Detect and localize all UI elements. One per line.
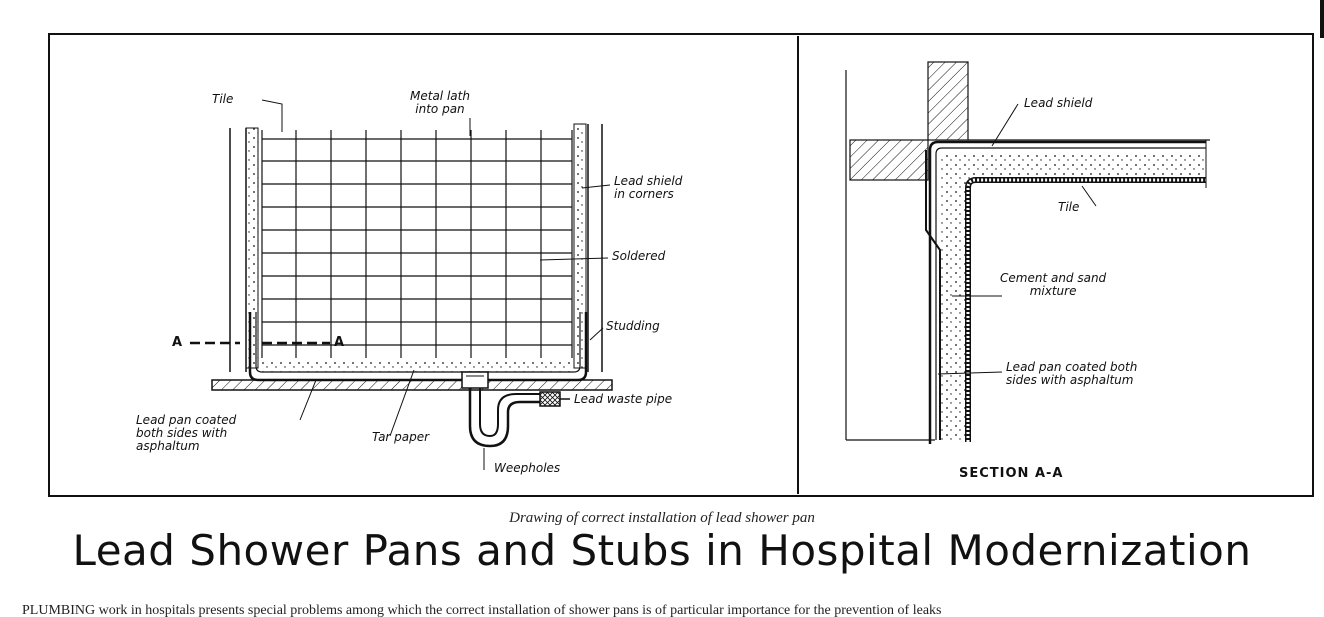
label-lead-waste-pipe: Lead waste pipe [574, 392, 673, 406]
section-marker-right: A [334, 335, 345, 350]
label-soldered: Soldered [612, 249, 666, 263]
figure-frame [48, 33, 1314, 497]
label-studding: Studding [606, 319, 660, 333]
label-section-lead-shield: Lead shield [1024, 96, 1093, 110]
label-weepholes: Weepholes [494, 461, 561, 475]
figure-caption: Drawing of correct installation of lead … [509, 510, 815, 526]
floor-slab [211, 379, 613, 391]
label-lead-pan-coated: Lead pan coated both sides with asphaltu… [136, 413, 237, 453]
leader-lines [261, 99, 611, 470]
page-edge-mark [1320, 0, 1324, 38]
body-text-fragment: PLUMBING work in hospitals presents spec… [22, 603, 942, 617]
article-headline: Lead Shower Pans and Stubs in Hospital M… [72, 526, 1252, 575]
label-section-lead-pan: Lead pan coated both sides with asphaltu… [1006, 360, 1138, 387]
label-tar-paper: Tar paper [372, 430, 430, 444]
label-section-cement: Cement and sand mixture [1000, 271, 1107, 298]
section-title: SECTION A-A [959, 466, 1064, 481]
figure-divider [797, 36, 799, 494]
drain-trap [461, 371, 570, 448]
right-wall-studding [573, 123, 603, 372]
tile-grid [261, 130, 573, 358]
left-wall-studding [229, 127, 259, 372]
label-metal-lath: Metal lath into pan [410, 89, 470, 116]
section-marker-left: A [172, 335, 183, 350]
label-lead-shield-corners: Lead shield in corners [614, 174, 683, 201]
label-tile: Tile [212, 92, 234, 106]
label-section-tile: Tile [1058, 200, 1080, 214]
section-aa-drawing [845, 61, 1210, 444]
